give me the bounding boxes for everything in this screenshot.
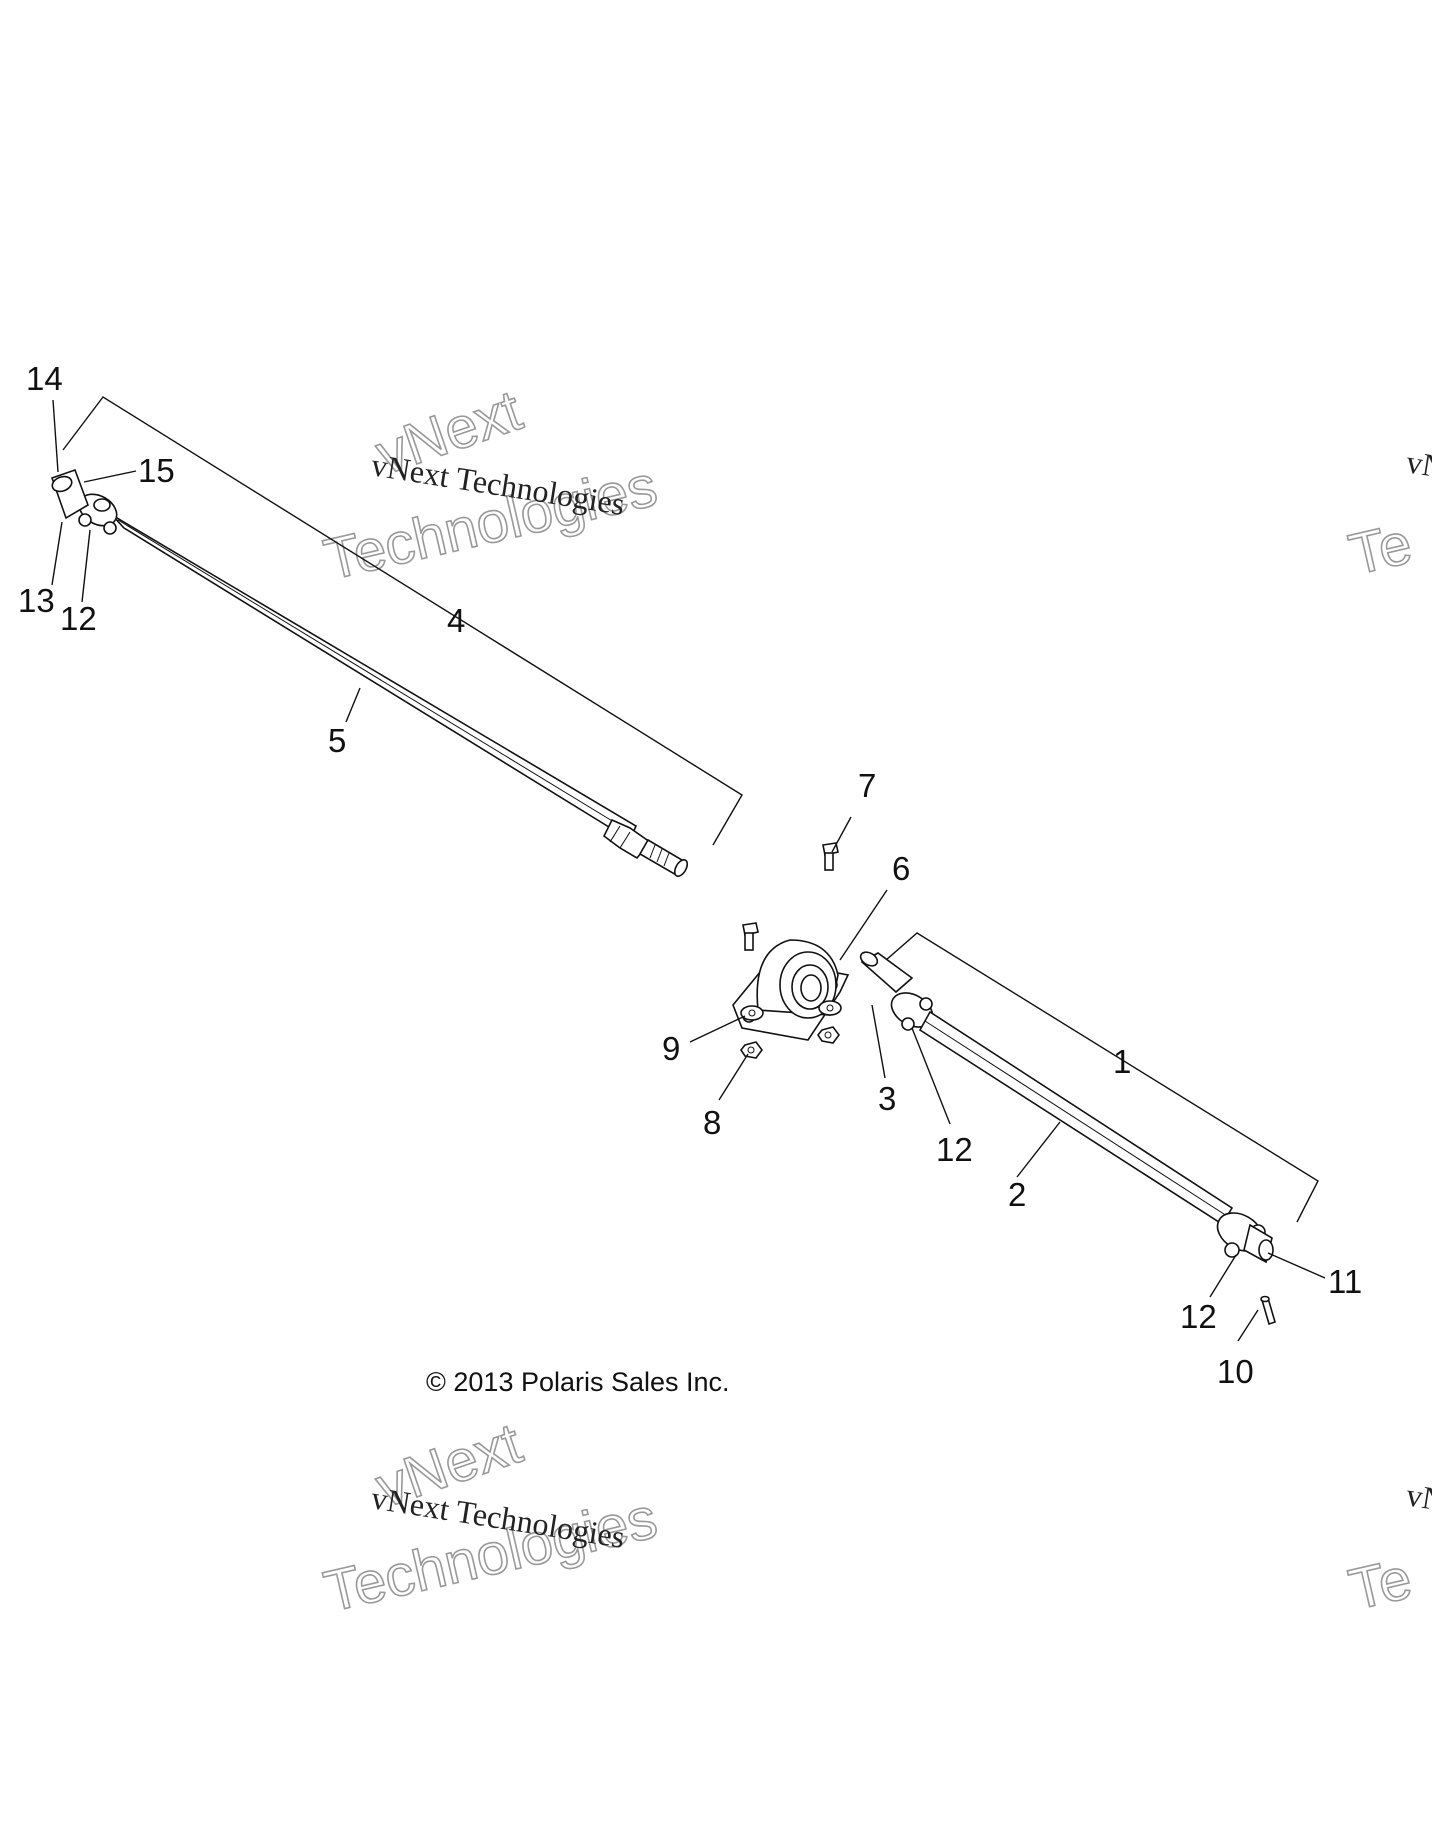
washer-9-right	[818, 1000, 842, 1016]
bolt-7-left	[742, 922, 759, 951]
front-prop-shaft	[50, 468, 689, 878]
callout-13: 13	[18, 582, 55, 619]
copyright-notice: © 2013 Polaris Sales Inc.	[426, 1367, 730, 1397]
watermark-top: vNext Technologies vNext Technologies	[318, 377, 664, 594]
bolt-7-right	[822, 842, 839, 871]
callout-2: 2	[1008, 1176, 1026, 1213]
callout-6: 6	[892, 850, 910, 887]
center-bearing	[732, 939, 850, 1041]
watermark-edge-big: Te	[1343, 511, 1417, 588]
callout-7: 7	[858, 767, 876, 804]
callout-8: 8	[703, 1104, 721, 1141]
shaft-sleeve	[602, 818, 652, 860]
watermark-edge-bottom: vN Te	[1343, 1476, 1432, 1623]
washer-9-left	[740, 1005, 764, 1021]
watermark-edge-top: vN Te	[1343, 443, 1432, 588]
callout-9: 9	[662, 1030, 680, 1067]
callout-15: 15	[138, 452, 175, 489]
rear-prop-shaft	[859, 951, 1274, 1264]
callout-10: 10	[1217, 1353, 1254, 1390]
callout-1: 1	[1113, 1043, 1131, 1080]
watermark-edge-small: vN	[1404, 443, 1432, 485]
assembly-bracket-1	[885, 932, 1319, 1223]
callouts: 14 15 13 12 4 5 7 6 9 8 3 12 1 2 11 12 1…	[18, 360, 1362, 1390]
assembly-bracket-4	[62, 396, 743, 846]
nut-8-left	[740, 1041, 763, 1059]
callout-3: 3	[878, 1080, 896, 1117]
callout-12: 12	[936, 1131, 973, 1168]
callout-12: 12	[1180, 1298, 1217, 1335]
callout-12: 12	[60, 600, 97, 637]
nut-8-right	[817, 1026, 840, 1044]
callout-4: 4	[447, 602, 465, 639]
watermark-edge-big: Te	[1343, 1546, 1417, 1623]
watermark-edge-small: vN	[1404, 1476, 1432, 1518]
leader-lines	[51, 399, 1326, 1342]
callout-5: 5	[328, 722, 346, 759]
callout-14: 14	[26, 360, 63, 397]
watermark-bottom: vNext Technologies vNext Technologies	[318, 1410, 664, 1626]
callout-11: 11	[1328, 1263, 1362, 1300]
